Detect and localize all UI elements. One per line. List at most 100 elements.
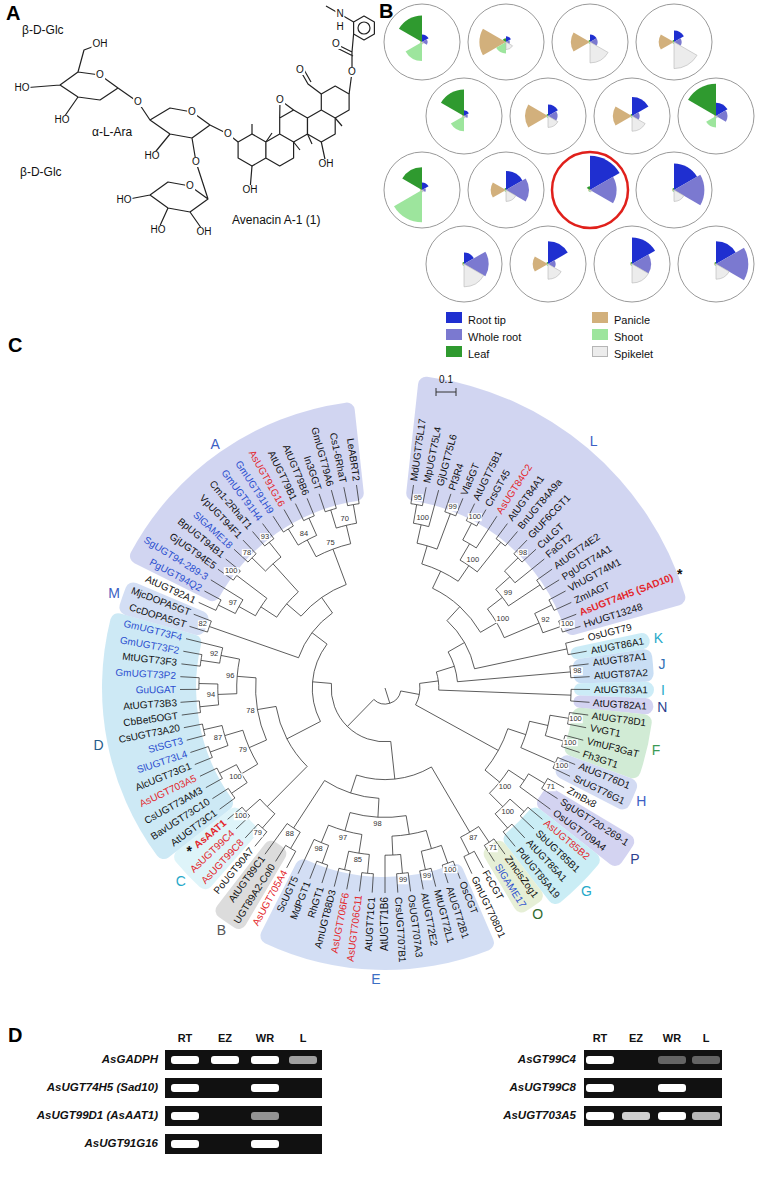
tree-branch [312, 633, 327, 682]
tree-branch [460, 607, 497, 633]
tree-branch [463, 523, 472, 544]
clade-letter: C [176, 873, 186, 889]
tissue-wedge [503, 38, 506, 42]
tree-branch [184, 724, 204, 730]
tree-branch [497, 623, 539, 638]
tissue-wedge [632, 116, 645, 131]
bootstrap-value: 78 [245, 707, 255, 715]
bootstrap-value: 79 [253, 830, 263, 838]
clade-letter: N [657, 699, 667, 715]
tree-branch [539, 623, 561, 633]
tissue-wedge [464, 114, 468, 118]
tissue-wedge [548, 241, 568, 264]
tree-branch [181, 660, 201, 666]
legend-text: Root tip [468, 314, 506, 327]
glyph-circle [552, 152, 628, 228]
gel-band [586, 1112, 614, 1120]
bootstrap-value: 100 [233, 813, 248, 821]
glyph-circle [426, 78, 502, 154]
legend-text: Spikelet [614, 348, 653, 361]
tissue-wedge [632, 264, 648, 283]
structure-name: β-D-Glc [20, 166, 62, 180]
gel-band [251, 1140, 279, 1148]
tree-root [385, 688, 390, 703]
gene-label: AsUGT91G16 [84, 1137, 158, 1150]
gene-label: AsUGT99C8 [510, 1081, 576, 1094]
expression-glyph [384, 4, 460, 80]
tree-branch [441, 566, 469, 582]
tree-branch [199, 602, 219, 610]
atom-label: O [275, 95, 285, 105]
tree-branch [239, 607, 261, 616]
gel-strip [165, 1050, 322, 1070]
tissue-wedge [402, 167, 422, 190]
legend-swatch [446, 329, 462, 340]
bootstrap-value: 96 [225, 672, 235, 680]
tree-branch [209, 627, 312, 658]
tree-branch [257, 706, 286, 738]
structure-name: β-D-Glc [22, 24, 64, 38]
tissue-wedge [716, 264, 729, 279]
tree-branch [345, 870, 351, 890]
legend-swatch [592, 312, 608, 323]
glyph-circle [426, 226, 502, 302]
tissue-wedge [506, 179, 529, 202]
tree-branch [212, 788, 231, 798]
glyph-circle [468, 4, 544, 80]
atom-label: OH [196, 227, 213, 237]
bootstrap-value: 100 [224, 567, 239, 575]
legend-item: Leaf [446, 344, 489, 358]
tree-branch [276, 845, 291, 861]
gel-band [171, 1112, 199, 1120]
expression-glyph [636, 4, 712, 80]
tissue-wedge [716, 116, 718, 118]
bootstrap-value: 100 [500, 808, 515, 816]
expression-glyph [678, 78, 754, 154]
tree-branch [284, 510, 293, 529]
bootstrap-value: 100 [560, 620, 575, 628]
panel-letter: A [6, 2, 20, 25]
lane-label: EZ [629, 1032, 643, 1045]
taxon-label: GuUGAT [136, 685, 176, 695]
tissue-wedge [590, 177, 617, 204]
tree-branch [464, 854, 472, 874]
tree-branch [211, 580, 243, 607]
tissue-wedge [533, 256, 548, 271]
glyph-circle [552, 4, 628, 80]
clade-letter: E [371, 971, 380, 987]
atom-label: OH [318, 159, 335, 169]
clade-shading [102, 377, 685, 970]
gel-band [171, 1140, 199, 1148]
legend-item: Shoot [592, 327, 643, 341]
bootstrap-value: 98 [313, 845, 323, 853]
taxon-label: AtUGT82A1 [593, 698, 647, 712]
bootstrap-value: 93 [260, 533, 270, 541]
tree-branch [295, 504, 309, 521]
tree-branch [433, 571, 460, 606]
tree-branch [368, 873, 374, 892]
tree-branch [307, 498, 314, 518]
tree-branch [521, 735, 556, 763]
tree-branch [548, 715, 569, 725]
substituent-bonds [228, 34, 354, 190]
tissue-wedge [548, 116, 558, 127]
tissue-wedge [422, 190, 424, 192]
tree-branch [347, 699, 389, 726]
clade-letter: B [217, 922, 226, 938]
tree-branch [269, 542, 281, 564]
gel-strip [584, 1050, 722, 1070]
tissue-wedge [464, 116, 466, 118]
gene-label: AsGT99C4 [518, 1053, 576, 1066]
atom-label: O [347, 67, 357, 77]
tree-branch [187, 730, 205, 740]
tree-branch [252, 558, 273, 571]
tree-branch [273, 516, 288, 532]
tree-branch [510, 559, 544, 583]
triterpene-rings [238, 86, 349, 166]
atom-label: O [185, 181, 195, 191]
tree-branch [448, 643, 464, 667]
arabinose-ring [138, 102, 228, 162]
atom-label: HO [144, 151, 161, 161]
tree-branch [508, 824, 525, 838]
legend-text: Whole root [468, 331, 521, 344]
